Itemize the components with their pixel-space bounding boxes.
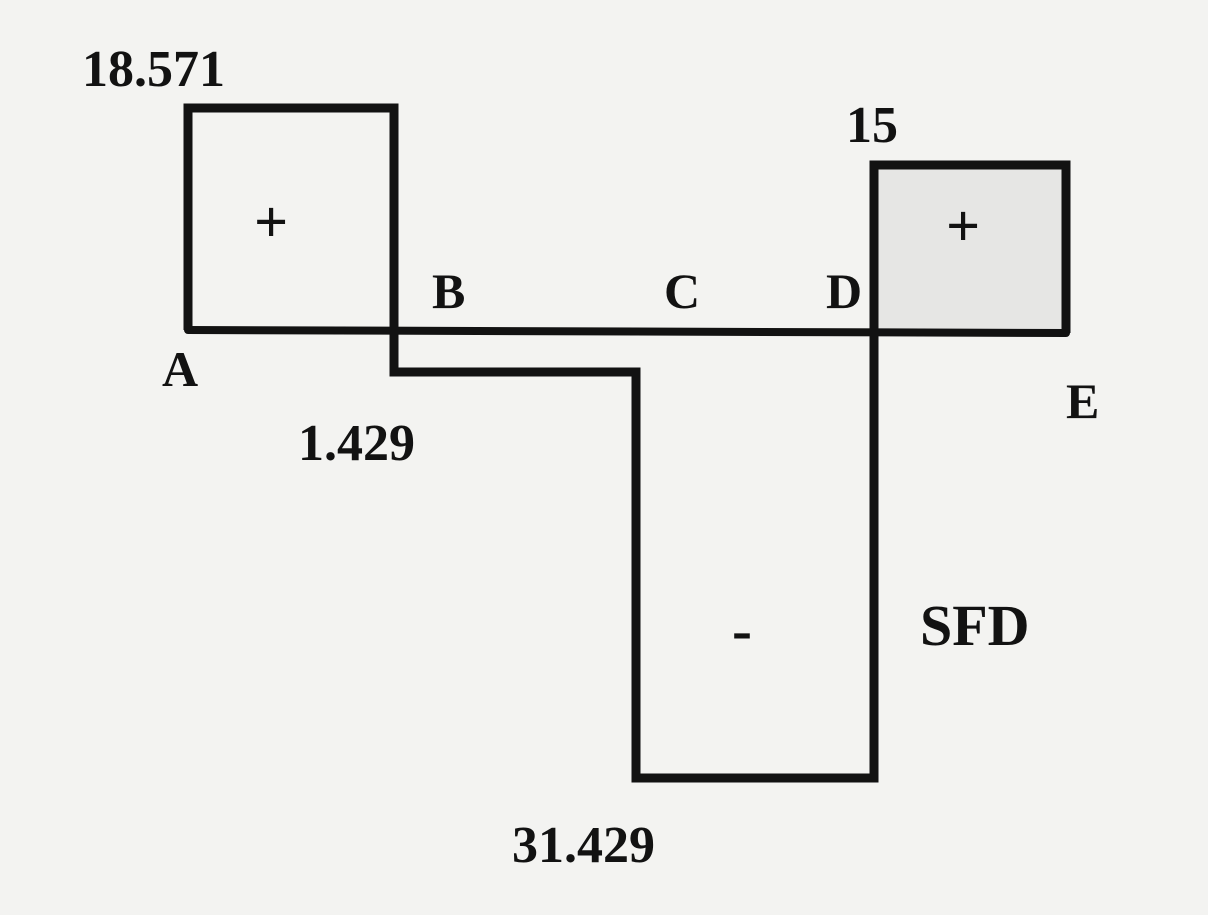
sign-label-positive-ab: + xyxy=(254,189,289,255)
point-label-a: A xyxy=(162,341,199,397)
baseline-axis xyxy=(184,326,1070,337)
sign-label-positive-de: + xyxy=(946,193,981,259)
value-label-b-bottom: 1.429 xyxy=(298,415,415,472)
sign-label-negative-cd: - xyxy=(732,597,752,663)
shade-region-de xyxy=(878,162,1066,332)
point-label-e: E xyxy=(1066,373,1100,429)
diagram-title: SFD xyxy=(920,593,1030,658)
value-label-c-bottom: 31.429 xyxy=(512,817,655,874)
value-label-d-top: 15 xyxy=(846,97,898,154)
value-label-a-top: 18.571 xyxy=(82,41,225,98)
shear-outline xyxy=(183,103,1071,783)
point-label-c: C xyxy=(664,263,701,319)
point-label-b: B xyxy=(432,263,466,319)
point-label-d: D xyxy=(826,263,863,319)
